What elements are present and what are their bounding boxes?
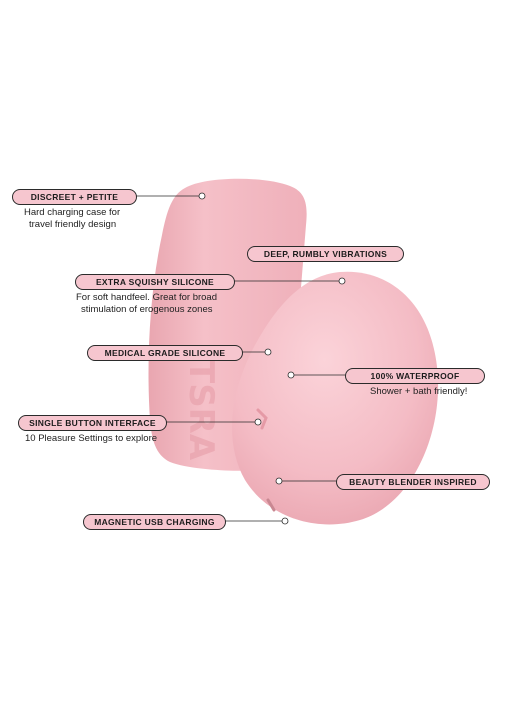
callout-squishy-desc-2: stimulation of erogenous zones <box>81 304 213 315</box>
callout-button-label: SINGLE BUTTON INTERFACE <box>18 415 167 431</box>
callout-medical-label: MEDICAL GRADE SILICONE <box>87 345 243 361</box>
callout-blender-label: BEAUTY BLENDER INSPIRED <box>336 474 490 490</box>
callout-waterproof-desc-1: Shower + bath friendly! <box>370 386 468 397</box>
callout-discreet-desc-2: travel friendly design <box>29 219 117 230</box>
callout-usb-label: MAGNETIC USB CHARGING <box>83 514 226 530</box>
callout-vibrations-label: DEEP, RUMBLY VIBRATIONS <box>247 246 404 262</box>
callout-button-desc-1: 10 Pleasure Settings to explore <box>25 433 158 444</box>
case-embossed-logo: TSRA <box>181 360 221 461</box>
callout-squishy-desc-1: For soft handfeel. Great for broad <box>76 292 217 303</box>
callout-discreet-desc-1: Hard charging case for <box>24 207 121 218</box>
callout-discreet-label: DISCREET + PETITE <box>12 189 137 205</box>
callout-waterproof-label: 100% WATERPROOF <box>345 368 485 384</box>
callout-squishy-label: EXTRA SQUISHY SILICONE <box>75 274 235 290</box>
charging-port-icon <box>266 498 276 512</box>
vibrator-body <box>232 271 439 525</box>
button-bird-icon <box>256 408 268 430</box>
